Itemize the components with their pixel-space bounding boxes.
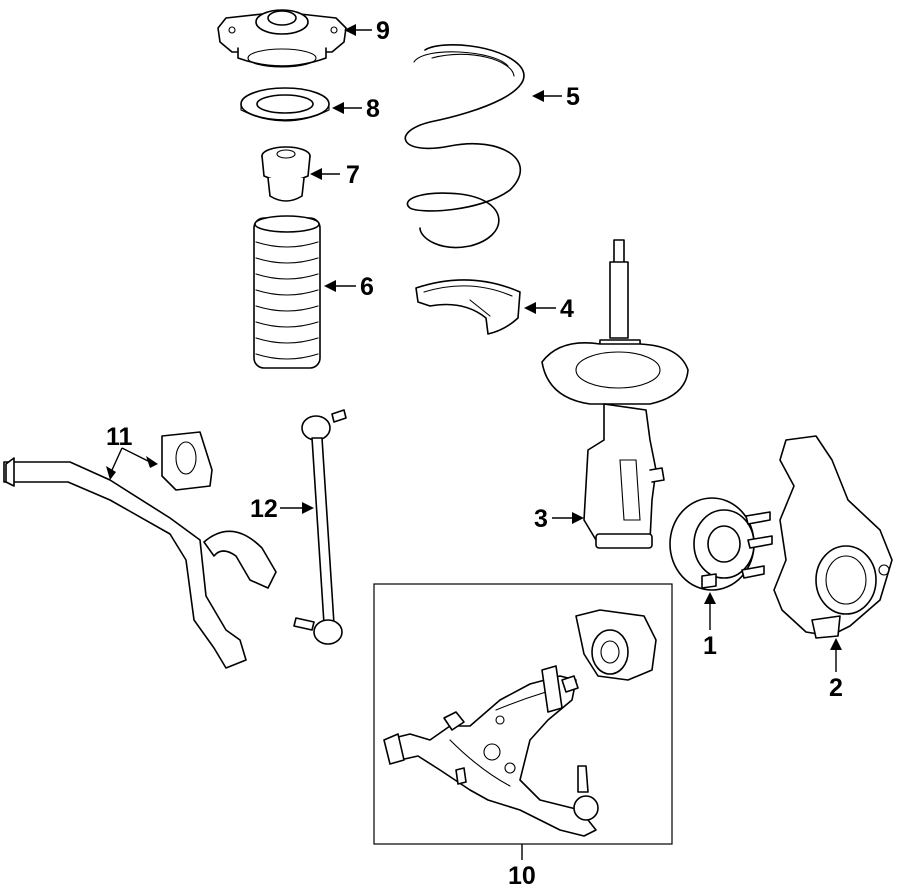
- callout-12: 12: [250, 495, 314, 523]
- callout-3: 3: [534, 505, 584, 533]
- callout-5-label: 5: [566, 83, 580, 111]
- callout-1: 1: [703, 592, 717, 660]
- part-8-bearing: [240, 87, 330, 122]
- callout-9: 9: [344, 17, 390, 45]
- callout-11-label: 11: [106, 423, 133, 451]
- callout-2-label: 2: [829, 674, 843, 702]
- callout-8-label: 8: [366, 95, 380, 123]
- callout-10-label: 10: [508, 862, 536, 887]
- callout-5: 5: [532, 83, 580, 111]
- part-4-spring-insulator: [415, 279, 521, 335]
- part-7-jounce-bumper: [261, 146, 311, 202]
- part-9-strut-mount: [217, 9, 347, 68]
- callout-7-label: 7: [346, 161, 360, 189]
- part-12-stabilizer-link: [293, 409, 347, 645]
- callout-6: 6: [324, 273, 374, 301]
- callout-10: 10: [508, 844, 536, 887]
- callout-12-label: 12: [250, 495, 278, 523]
- part-1-hub-bearing: [669, 497, 773, 591]
- callout-1-label: 1: [703, 632, 717, 660]
- callout-2: 2: [829, 638, 843, 702]
- part-5-coil-spring: [404, 44, 525, 249]
- callout-6-label: 6: [360, 273, 374, 301]
- callout-7: 7: [310, 161, 360, 189]
- callout-4-label: 4: [560, 295, 574, 323]
- part-11-stabilizer-bar: [3, 431, 277, 669]
- part-10-control-arm: [383, 609, 657, 837]
- callout-4: 4: [524, 295, 574, 323]
- part-3-strut: [541, 239, 689, 549]
- callout-11: 11: [106, 423, 158, 480]
- callout-3-label: 3: [534, 505, 548, 533]
- part-6-dust-boot: [253, 215, 321, 369]
- inset-box-part-10: [373, 583, 673, 845]
- callout-9-label: 9: [376, 17, 390, 45]
- part-2-knuckle: [773, 435, 893, 639]
- callout-8: 8: [332, 95, 380, 123]
